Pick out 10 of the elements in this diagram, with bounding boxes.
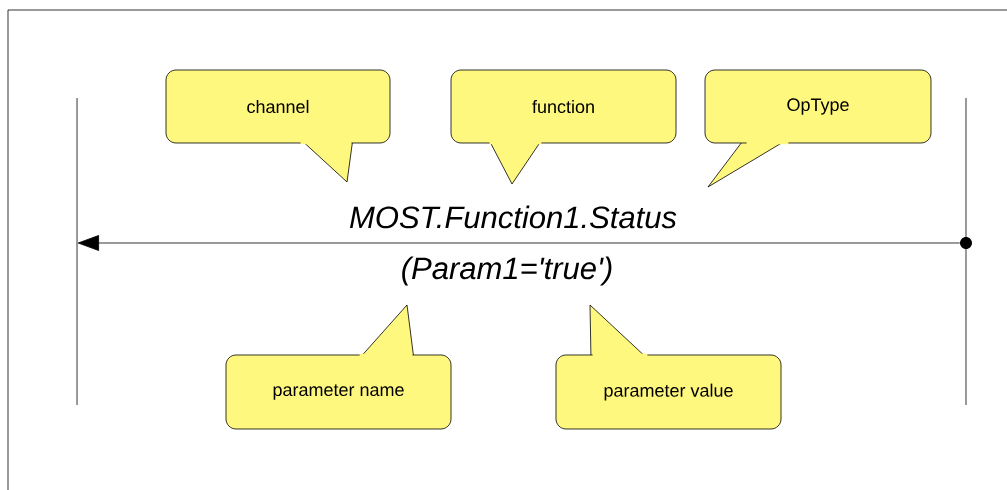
message-arrow <box>77 235 961 251</box>
message-parameters: (Param1='true') <box>402 256 612 286</box>
lifeline <box>965 97 967 406</box>
callout: parameter value <box>555 304 782 430</box>
callout: OpType <box>704 69 932 188</box>
lifeline <box>76 97 78 406</box>
callout: function <box>450 69 677 185</box>
message-name: MOST.Function1.Status <box>350 205 677 229</box>
callout: parameter name <box>225 304 452 430</box>
callout: channel <box>165 69 391 183</box>
